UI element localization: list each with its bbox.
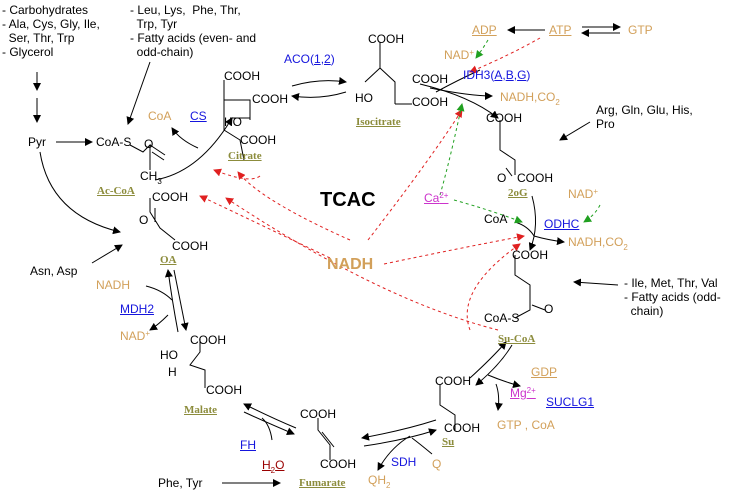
cofactor-q: Q xyxy=(432,457,442,471)
enzyme-aco: ACO(1,2) xyxy=(284,52,335,66)
isocitrate-cooh-top: COOH xyxy=(368,32,404,46)
inhibition-arrows xyxy=(199,37,541,331)
fumarate-cooh-top: COOH xyxy=(300,407,336,421)
citrate-cooh-mid: COOH xyxy=(252,92,288,106)
energy-arrows xyxy=(507,23,621,37)
cofactor-gtp-coa: GTP , CoA xyxy=(497,418,555,432)
oxoglutarate-cooh-bottom: COOH xyxy=(517,171,553,185)
enzyme-sdh: SDH xyxy=(391,455,417,469)
citrate-cooh-top: COOH xyxy=(224,69,260,83)
malate-cooh-bottom: COOH xyxy=(206,383,242,397)
input-arrows xyxy=(33,61,619,487)
metabolite-malate[interactable]: Malate xyxy=(184,404,217,416)
cofactor-gdp[interactable]: GDP xyxy=(531,365,558,379)
metabolite-fumarate[interactable]: Fumarate xyxy=(299,477,346,489)
metabolite-citrate[interactable]: Citrate xyxy=(228,150,262,162)
ion-magnesium[interactable]: Mg2+ xyxy=(510,386,536,400)
cofactor-nadh-co2-idh: NADH,CO2 xyxy=(500,90,560,108)
cofactor-adp[interactable]: ADP xyxy=(472,23,497,37)
oxaloacetate-cooh-bottom: COOH xyxy=(172,239,208,253)
oxoglutarate-o: O xyxy=(497,171,507,185)
cofactor-nad-idh: NAD+ xyxy=(444,48,475,62)
succinate-cooh-top: COOH xyxy=(435,374,471,388)
succinyl-coa-coas: CoA-S xyxy=(484,311,520,325)
input-arg-gln-glu: Arg, Gln, Glu, His, Pro xyxy=(596,103,693,131)
cofactor-nadh-co2-odhc: NADH,CO2 xyxy=(568,235,628,253)
input-asn-asp: Asn, Asp xyxy=(30,264,78,278)
enzyme-idh3b-link[interactable]: B xyxy=(505,68,514,82)
enzyme-fh-link[interactable]: FH xyxy=(240,438,256,452)
acetyl-coa-o: O xyxy=(144,137,154,151)
enzyme-aco2-link[interactable]: 2 xyxy=(324,52,331,66)
enzyme-mdh2-link[interactable]: MDH2 xyxy=(120,302,155,316)
cofactor-nadh-mdh: NADH xyxy=(96,278,131,292)
enzyme-idh3: IDH3(A,B,G) xyxy=(463,68,531,82)
coa-released-cs: CoA xyxy=(148,109,172,123)
cofactor-qh2: QH2 xyxy=(368,473,391,491)
input-leu-lys-fatty-acids: - Leu, Lys, Phe, Thr, Trp, Tyr - Fatty a… xyxy=(130,3,257,59)
cofactor-atp[interactable]: ATP xyxy=(549,23,572,37)
input-ile-met-fatty-acids: - Ile, Met, Thr, Val - Fatty acids (odd-… xyxy=(624,276,721,318)
enzyme-idh3g-link[interactable]: G xyxy=(517,68,527,82)
metabolite-isocitrate[interactable]: Isocitrate xyxy=(356,116,401,128)
metabolite-acetyl-coa[interactable]: Ac-CoA xyxy=(97,185,135,197)
pyruvate-label: Pyr xyxy=(28,135,46,149)
cofactor-nad-mdh: NAD+ xyxy=(120,329,151,343)
succinate-cooh-bottom: COOH xyxy=(444,421,480,435)
enzyme-idh3a-link[interactable]: A xyxy=(494,68,503,82)
enzyme-suclg1-link[interactable]: SUCLG1 xyxy=(546,395,595,409)
metabolite-oxaloacetate[interactable]: OA xyxy=(160,254,177,266)
oxaloacetate-cooh-top: COOH xyxy=(152,190,188,204)
ion-calcium[interactable]: Ca2+ xyxy=(424,191,449,205)
nadh-center-regulator: NADH xyxy=(327,256,374,273)
enzyme-cs-link[interactable]: CS xyxy=(190,109,207,123)
input-phe-tyr: Phe, Tyr xyxy=(158,476,203,490)
malate-cooh-top: COOH xyxy=(190,333,226,347)
citrate-cooh-bottom: COOH xyxy=(240,133,276,147)
acetyl-coa-coas: CoA-S xyxy=(96,135,132,149)
citrate-ho: HO xyxy=(224,115,242,129)
cofactor-coa-odhc: CoA xyxy=(484,212,508,226)
water-h2o: H2O xyxy=(262,458,285,476)
cycle-title: TCAC xyxy=(320,189,376,211)
metabolite-succinyl-coa[interactable]: Su-CoA xyxy=(498,333,536,345)
activation-arrows xyxy=(439,39,601,224)
cofactor-nad-odhc: NAD+ xyxy=(568,187,599,201)
metabolite-succinate[interactable]: Su xyxy=(442,436,455,448)
isocitrate-cooh-right: COOH xyxy=(412,72,448,86)
structure-bonds xyxy=(129,42,546,460)
isocitrate-ho: HO xyxy=(355,91,373,105)
enzyme-aco1-link[interactable]: 1 xyxy=(314,52,321,66)
cofactor-gtp-top: GTP xyxy=(628,23,653,37)
malate-ho: HO xyxy=(160,348,178,362)
succinyl-coa-o: O xyxy=(544,302,554,316)
input-carbohydrates-aa: - Carbohydrates - Ala, Cys, Gly, Ile, Se… xyxy=(2,3,100,59)
enzyme-odhc-link[interactable]: ODHC xyxy=(544,217,580,231)
metabolite-oxoglutarate[interactable]: 2oG xyxy=(508,187,528,199)
acetyl-coa-ch3: CH3 xyxy=(140,169,162,187)
malate-h: H xyxy=(168,365,177,379)
oxaloacetate-o: O xyxy=(139,213,149,227)
isocitrate-cooh-bottom: COOH xyxy=(412,95,448,109)
oxoglutarate-cooh-top: COOH xyxy=(486,111,522,125)
fumarate-cooh-bottom: COOH xyxy=(320,457,356,471)
cycle-arrows xyxy=(145,69,565,471)
succinyl-coa-cooh: COOH xyxy=(512,248,548,262)
